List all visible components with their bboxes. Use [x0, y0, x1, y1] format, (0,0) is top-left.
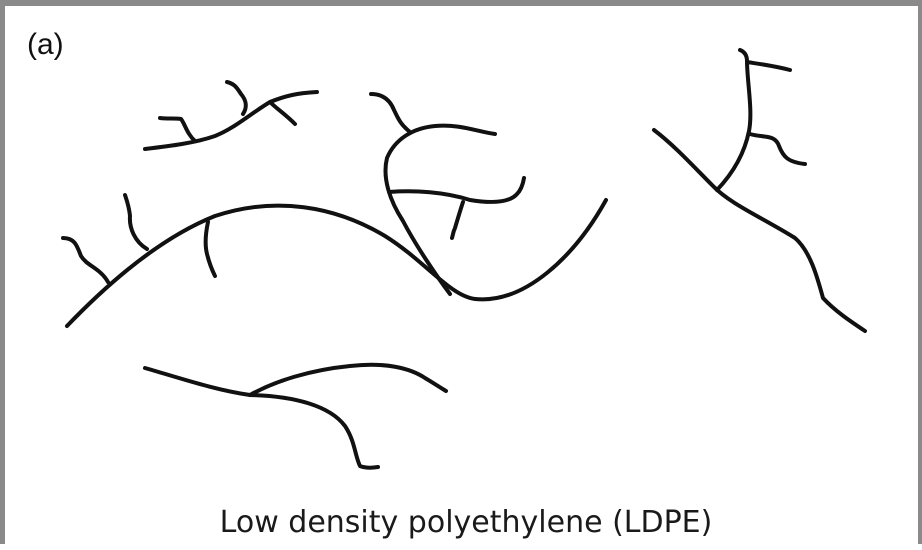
- right-chain-branch: [747, 62, 790, 70]
- lower-chain-backbone: [145, 368, 378, 468]
- small-chain-branch: [227, 82, 246, 114]
- lower-branched-chain: [145, 365, 446, 468]
- lower-chain-branch: [250, 365, 446, 395]
- middle-chain-branch: [371, 94, 410, 132]
- middle-chain-backbone: [385, 126, 495, 294]
- figure-caption: Low density polyethylene (LDPE): [5, 506, 922, 539]
- wave-chain-branch: [125, 195, 147, 249]
- right-chain-backbone: [654, 130, 865, 331]
- polymer-chains-drawing: [5, 6, 922, 550]
- middle-chain-branch: [452, 202, 463, 238]
- wave-chain-backbone: [67, 200, 606, 326]
- wave-chain-branch: [63, 238, 108, 282]
- small-chain-branch: [270, 102, 295, 124]
- right-branched-chain: [654, 50, 865, 331]
- wave-chain-branch: [206, 222, 215, 276]
- small-branched-chain-top-left: [145, 82, 317, 149]
- middle-chain-branch: [389, 178, 524, 202]
- right-chain-branch: [717, 50, 750, 190]
- middle-hanging-chain: [371, 94, 524, 294]
- small-chain-branch: [160, 118, 195, 141]
- right-chain-branch: [750, 134, 805, 164]
- wave-chain-molecule: [63, 195, 606, 326]
